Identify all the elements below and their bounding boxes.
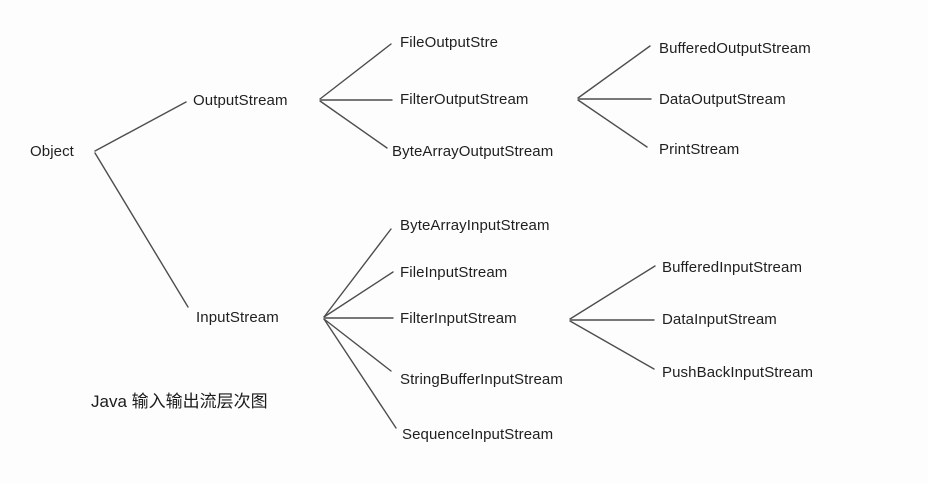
node-outputstream: OutputStream (193, 92, 288, 109)
edge-filterinputstream-pushbackinputstream (569, 320, 655, 370)
edge-inputstream-stringbufferinputstream (323, 318, 392, 372)
node-datainputstream: DataInputStream (662, 311, 777, 328)
node-object: Object (30, 143, 74, 160)
node-filteroutputstream: FilterOutputStream (400, 91, 529, 108)
node-printstream: PrintStream (659, 141, 740, 158)
node-fileoutputstre: FileOutputStre (400, 34, 499, 51)
node-bytearrayinputstream: ByteArrayInputStream (400, 217, 550, 234)
edge-filterinputstream-bufferedinputstream (569, 265, 656, 320)
node-sequenceinputstream: SequenceInputStream (402, 426, 554, 443)
node-inputstream: InputStream (196, 309, 279, 326)
node-stringbufferinputstream: StringBufferInputStream (400, 371, 563, 388)
edge-outputstream-bytearrayoutputstream (319, 100, 388, 149)
diagram-caption: Java 输入输出流层次图 (91, 392, 268, 411)
node-filterinputstream: FilterInputStream (400, 310, 517, 327)
edge-object-outputstream (94, 101, 187, 152)
edge-filteroutputstream-printstream (577, 99, 648, 148)
node-fileinputstream: FileInputStream (400, 264, 508, 281)
edge-inputstream-fileinputstream (323, 271, 394, 318)
node-pushbackinputstream: PushBackInputStream (662, 364, 814, 381)
edge-inputstream-sequenceinputstream (323, 318, 397, 429)
node-bufferedinputstream: BufferedInputStream (662, 259, 803, 276)
node-bufferedoutputstream: BufferedOutputStream (659, 40, 811, 57)
edge-outputstream-fileoutputstre (319, 43, 392, 100)
edge-filteroutputstream-bufferedoutputstream (577, 45, 651, 99)
edge-inputstream-bytearrayinputstream (323, 228, 392, 318)
node-dataoutputstream: DataOutputStream (659, 91, 786, 108)
edge-object-inputstream (94, 152, 189, 308)
node-bytearrayoutputstream: ByteArrayOutputStream (392, 143, 554, 160)
